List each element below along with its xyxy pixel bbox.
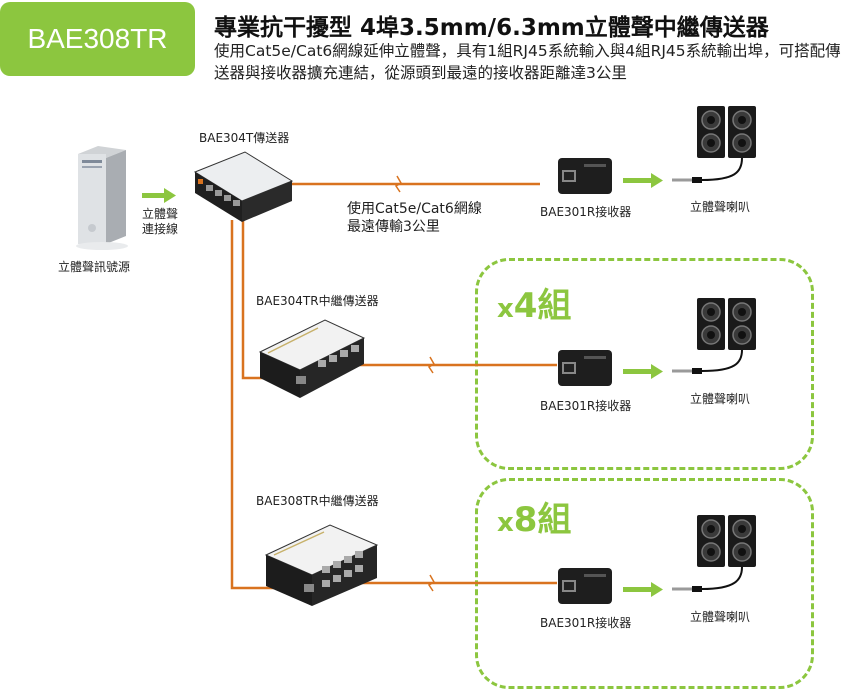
receiver-device-icon-3 — [558, 568, 612, 604]
source-cable-label: 立體聲 連接線 — [142, 207, 179, 236]
receiver-label-2: BAE301R接收器 — [540, 399, 632, 413]
audio-jack-icon-1 — [670, 175, 704, 185]
repeater-4-device-icon — [258, 319, 366, 398]
transmitter-device-icon — [193, 151, 294, 222]
group-label-8: x8組 — [497, 500, 572, 540]
model-badge: BAE308TR — [0, 2, 195, 76]
page-title: 專業抗干擾型 4埠3.5mm/6.3mm立體聲中繼傳送器 — [214, 15, 769, 41]
repeater-8-label: BAE308TR中繼傳送器 — [256, 494, 379, 508]
receiver-label-1: BAE301R接收器 — [540, 205, 632, 219]
cable-break-marks — [394, 175, 436, 592]
receiver-device-icon-2 — [558, 350, 612, 386]
speaker-label-1: 立體聲喇叭 — [690, 200, 751, 214]
speaker-label-2: 立體聲喇叭 — [690, 392, 751, 406]
repeater-8-device-icon — [264, 524, 379, 606]
receiver-label-3: BAE301R接收器 — [540, 616, 632, 630]
source-label: 立體聲訊號源 — [58, 260, 131, 274]
source-pc-icon — [76, 146, 128, 250]
audio-jack-icon-3 — [670, 584, 704, 594]
flow-arrows — [142, 173, 663, 597]
speaker-label-3: 立體聲喇叭 — [690, 610, 751, 624]
page-description: 使用Cat5e/Cat6網線延伸立體聲，具有1組RJ45系統輸入與4組RJ45系… — [214, 42, 841, 82]
cable-note: 使用Cat5e/Cat6網線 最遠傳輸3公里 — [347, 201, 482, 235]
speaker-icon-1 — [696, 105, 757, 181]
audio-jack-icon-2 — [670, 366, 704, 376]
repeater-4-label: BAE304TR中繼傳送器 — [256, 294, 379, 308]
speaker-icon-3 — [696, 514, 757, 590]
group-label-4: x4組 — [497, 286, 572, 326]
receiver-device-icon-1 — [558, 158, 612, 194]
speaker-icon-2 — [696, 297, 757, 372]
transmitter-label: BAE304T傳送器 — [199, 131, 290, 145]
